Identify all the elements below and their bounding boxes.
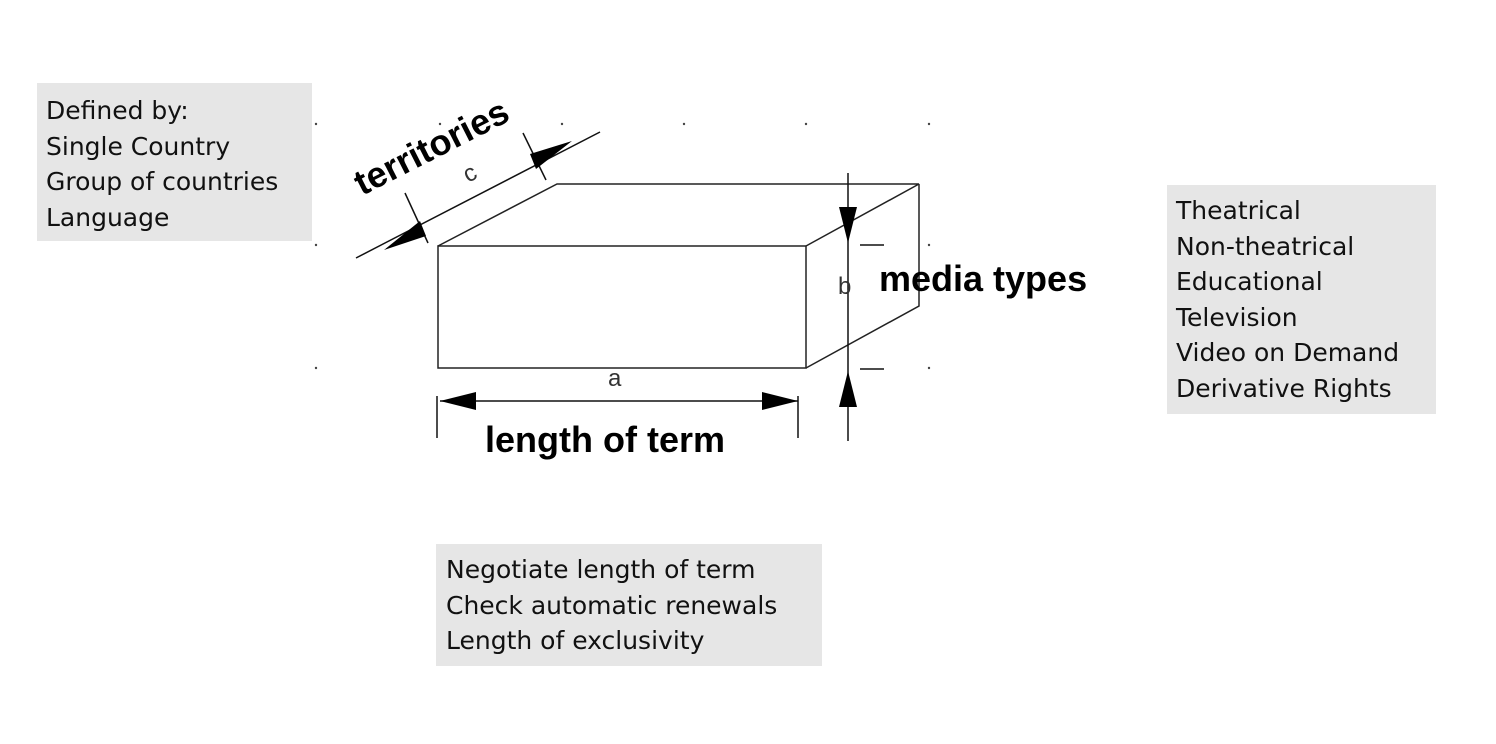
box-top-face — [437, 183, 920, 247]
media-types-note-line: Theatrical — [1176, 196, 1301, 225]
grid-dots — [314, 122, 931, 370]
media-types-title: media types — [879, 258, 1087, 299]
media-types-note-line: Television — [1176, 302, 1298, 332]
length-of-term-title: length of term — [485, 419, 725, 460]
media-types-note-line: Video on Demand — [1176, 338, 1400, 367]
territories-dimension: territories c — [347, 90, 601, 259]
length-of-term-letter: a — [608, 365, 622, 392]
territories-arrow-left-icon — [384, 221, 426, 250]
media-types-arrow-bottom-icon — [839, 371, 857, 407]
box-side-face — [805, 184, 920, 369]
media-types-note-line: Derivative Rights — [1176, 373, 1392, 403]
length-of-term-arrow-left-icon — [440, 392, 476, 410]
media-types-arrow-top-icon — [839, 207, 857, 243]
rights-box — [437, 183, 920, 369]
territories-letter: c — [458, 159, 481, 189]
length-of-term-note-line: Length of exclusivity — [446, 626, 705, 655]
territories-dimension-line — [355, 131, 601, 259]
territories-note: Defined by: Single Country Group of coun… — [37, 83, 312, 241]
media-types-dimension: b media types — [838, 173, 1087, 441]
length-of-term-note-line: Check automatic renewals — [446, 590, 778, 620]
territories-arrow-right-icon — [530, 141, 572, 169]
territories-note-line: Group of countries — [46, 167, 279, 196]
length-of-term-dimension: a length of term — [436, 365, 799, 460]
length-of-term-note-line: Negotiate length of term — [446, 555, 756, 584]
media-types-note-line: Educational — [1176, 267, 1323, 296]
length-of-term-arrow-right-icon — [762, 392, 798, 410]
territories-note-line: Single Country — [46, 131, 231, 161]
media-types-note: Theatrical Non-theatrical Educational Te… — [1167, 185, 1436, 414]
media-types-letter: b — [838, 273, 851, 300]
box-front-face — [437, 245, 807, 369]
territories-note-line: Defined by: — [46, 96, 189, 125]
territories-note-line: Language — [46, 202, 170, 232]
length-of-term-note: Negotiate length of term Check automatic… — [436, 544, 822, 666]
territories-title: territories — [347, 90, 515, 203]
media-types-note-line: Non-theatrical — [1176, 231, 1355, 261]
